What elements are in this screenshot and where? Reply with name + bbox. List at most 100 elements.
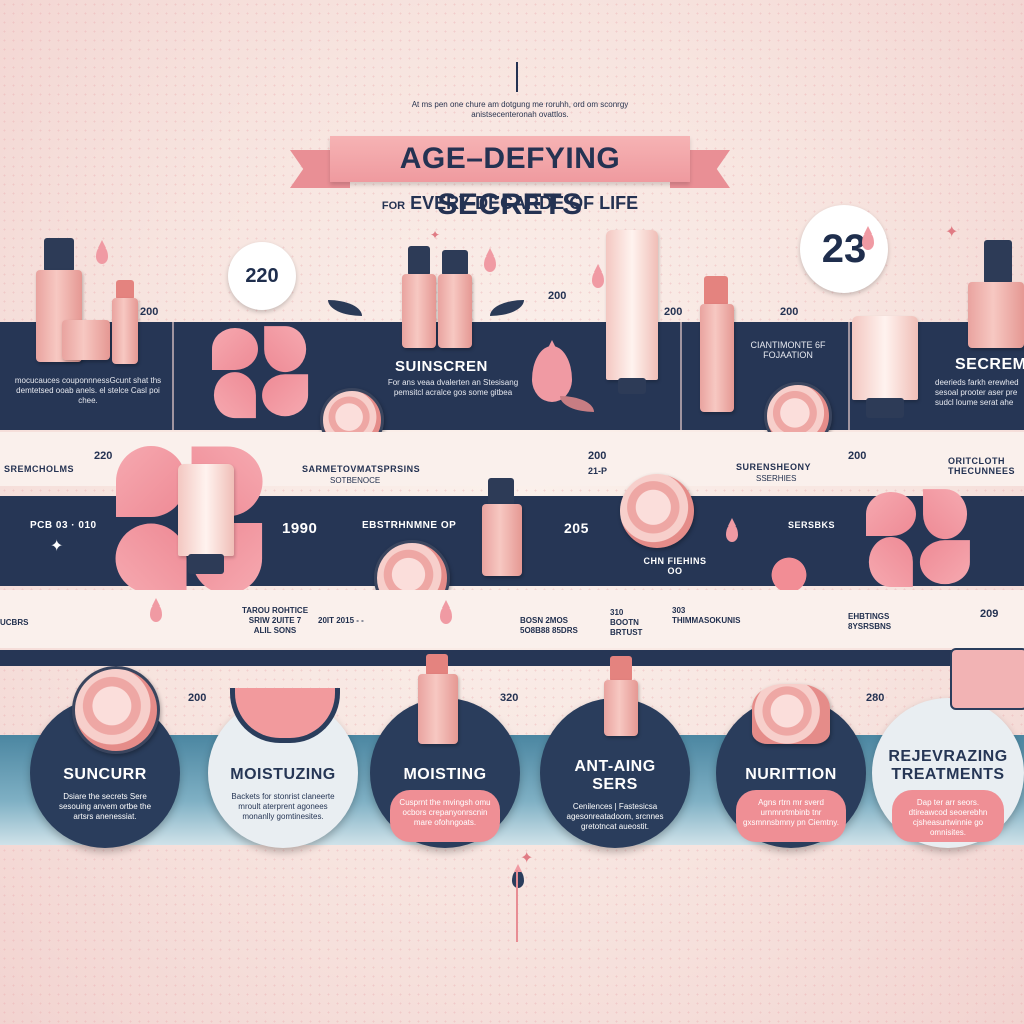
row4-b: 20IT 2015 - - [318, 616, 364, 625]
compact-icon [72, 666, 160, 754]
page-title: AGE–DEFYING SECRETS [399, 142, 621, 221]
row3-label-c: SERSBKS [788, 520, 836, 530]
spray-bottle [482, 504, 522, 576]
cream-box [62, 320, 110, 360]
year-label: 200 [780, 306, 799, 318]
serum-cap [408, 246, 430, 276]
serum-bottle [418, 674, 458, 744]
pink-flower-icon [212, 326, 308, 418]
drop-icon [150, 598, 162, 622]
cream-swirl-icon [752, 684, 830, 744]
card-moisturizing: MOISTUZING Backets for stonrist claneert… [208, 698, 358, 848]
tall-bottle [700, 304, 734, 412]
row4-d: 310 BOOTN BRTUST [610, 608, 643, 637]
sparkle-icon: ✦ [520, 850, 534, 867]
card-desc: Cenilences | Fastesicsa agesonreatadoom,… [566, 802, 664, 831]
year-label: 200 [140, 306, 159, 318]
water-drop-icon [532, 340, 572, 402]
right-text: deerieds farkh erewhed sesoal prooter as… [935, 378, 1019, 407]
drop-icon [862, 226, 874, 250]
serum-cap [442, 250, 468, 276]
card-desc: Agns rtrn mr sverd urnmnrtmbinb tnr gxsm… [743, 798, 839, 827]
card-title: SUNCURR [63, 766, 147, 783]
row3-left: PCB 03 · 010 [30, 520, 97, 531]
card-title: ANT-AING SERS [574, 758, 656, 793]
drop-icon [726, 518, 738, 542]
card-title: MOISTUZING [230, 766, 336, 783]
serum-cap [610, 656, 632, 682]
square-tube [852, 316, 918, 400]
year-label: 280 [866, 692, 885, 704]
row2-right-sub: SSERHIES [756, 474, 797, 483]
rose-icon [866, 489, 970, 587]
small-bottle [112, 298, 138, 364]
pump-cap [984, 240, 1012, 284]
serum-cap [426, 654, 448, 676]
drop-icon [484, 248, 496, 272]
row2-mid-label: SARMETOVMATSPRSINS [302, 464, 421, 474]
year-label: 1990 [282, 520, 318, 537]
row2-right-label: SURENSHEONY [736, 462, 812, 472]
row4-a: TAROU ROHTICE SRIW 2UITE 7 ALIL SONS [241, 606, 309, 635]
band-divider [172, 322, 174, 430]
card-desc: Dap ter arr seors. dtireawcod seoerebhn … [908, 798, 988, 837]
drop-icon [592, 264, 604, 288]
ribbon-body [330, 136, 690, 182]
bottom-stem [516, 870, 518, 942]
card-desc: Dsiare the secrets Sere sesouing anvem o… [58, 792, 152, 821]
sparkle-icon: ✦ [50, 538, 64, 555]
row4-c: BOSN 2MOS 5O8B88 85DRS [520, 616, 578, 635]
cream-tube [606, 230, 658, 380]
timeline-band-5 [0, 650, 1024, 666]
tube-cap [618, 378, 646, 394]
pump-cap [704, 276, 728, 306]
row2-mid-sub: SOTBENOCE [330, 476, 381, 485]
year-label: 209 [980, 608, 999, 620]
intro-text: At ms pen one chure am dotgung me roruhh… [411, 100, 629, 119]
towel-stack-icon [950, 648, 1024, 710]
band-divider [680, 322, 682, 430]
small-cap [116, 280, 134, 300]
drop-icon [512, 864, 524, 888]
subtitle-main: EVERY DECARDE OF LIFE [410, 193, 639, 213]
page-subtitle: FOR EVERY DECARDE OF LIFE [340, 193, 680, 214]
year-label: 200 [664, 306, 683, 318]
year-badge-left: 220 [228, 242, 296, 310]
row1-left-text: mocucauces couponnnessGcunt shat ths dem… [14, 376, 162, 405]
sparkle-icon: ✦ [430, 228, 441, 242]
card-title: REJEVRAZING TREATMENTS [888, 748, 1008, 783]
year-label: 21-P [588, 466, 608, 476]
cream-tube [178, 464, 234, 556]
row4-far-left: UCBRS [0, 618, 29, 627]
serum-bottle [604, 680, 638, 736]
right-title: SECREMIL [955, 356, 1024, 373]
year-label: 205 [564, 520, 589, 536]
subtitle-for: FOR [381, 200, 406, 212]
title-ribbon: AGE–DEFYING SECRETS [290, 128, 730, 221]
year-label: 200 [588, 450, 607, 462]
serum-bottle [438, 274, 472, 348]
year-badge-right: 23 [800, 205, 888, 293]
row3-label-b: CHN FIEHINS OO [643, 556, 707, 576]
spray-cap [488, 478, 514, 506]
year-label: 200 [548, 290, 567, 302]
tube-cap [188, 554, 224, 574]
cream-swirl-icon [620, 474, 694, 548]
foundation-title: CIANTIMONTE 6F FOJAATION [750, 340, 826, 360]
card-desc: Backets for stonrist claneerte mroult at… [231, 792, 335, 821]
card-desc: Cusprnt the mvingsh omu ocbors crepanyon… [399, 798, 491, 827]
year-label: 220 [94, 450, 113, 462]
row3-label-a: EBSTRHNMNE OP [362, 520, 457, 531]
row4-e: 303 THIMMASOKUNIS [672, 606, 741, 625]
drop-icon [440, 600, 452, 624]
card-title: NURITTION [745, 766, 837, 783]
pump-bottle [968, 282, 1024, 348]
year-label: 320 [500, 692, 519, 704]
pump-cap [44, 238, 74, 272]
sunscreen-title: SUINSCREN [395, 358, 488, 375]
sparkle-icon: ✦ [945, 224, 959, 241]
band-divider [848, 322, 850, 430]
tube-cap [866, 398, 904, 418]
row2-left-label: SREMCHOLMS [4, 464, 74, 474]
timeline-band-4 [0, 590, 1024, 648]
